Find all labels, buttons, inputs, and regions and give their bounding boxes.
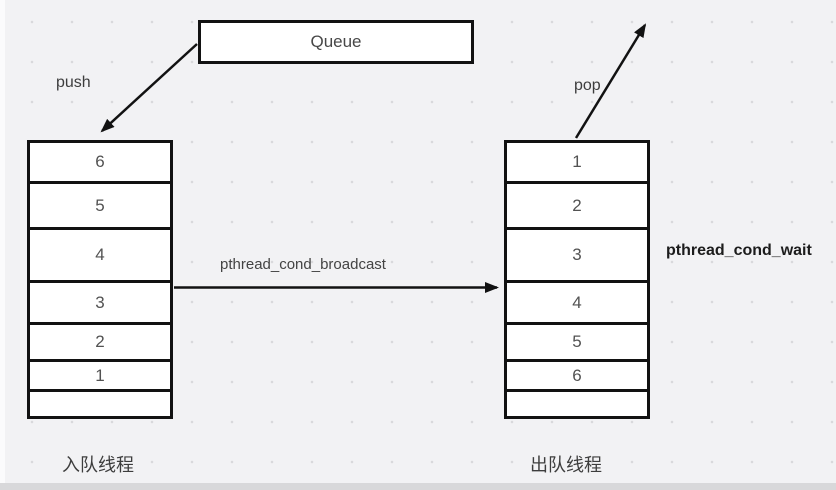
left-margin-strip bbox=[0, 0, 5, 483]
enqueue-stack: 6 5 4 3 2 1 bbox=[27, 140, 173, 419]
bottom-edge-bar bbox=[0, 483, 836, 490]
push-arrow bbox=[100, 43, 198, 133]
pthread-cond-wait-label: pthread_cond_wait bbox=[666, 242, 812, 259]
dequeue-cell-empty bbox=[507, 392, 647, 416]
dequeue-cell: 2 bbox=[507, 184, 647, 230]
dequeue-cell: 6 bbox=[507, 362, 647, 392]
enqueue-thread-caption: 入队线程 bbox=[62, 455, 134, 475]
dequeue-stack: 1 2 3 4 5 6 bbox=[504, 140, 650, 419]
enqueue-cell: 6 bbox=[30, 143, 170, 184]
pthread-cond-broadcast-label: pthread_cond_broadcast bbox=[220, 256, 386, 273]
enqueue-cell: 3 bbox=[30, 283, 170, 325]
enqueue-cell: 5 bbox=[30, 184, 170, 230]
enqueue-cell: 1 bbox=[30, 362, 170, 392]
dequeue-cell: 1 bbox=[507, 143, 647, 184]
queue-box: Queue bbox=[198, 20, 474, 64]
pop-label: pop bbox=[574, 77, 601, 94]
dequeue-thread-caption: 出队线程 bbox=[530, 455, 602, 475]
dequeue-cell: 4 bbox=[507, 283, 647, 325]
queue-box-label: Queue bbox=[310, 32, 362, 51]
enqueue-cell: 4 bbox=[30, 230, 170, 283]
dequeue-cell: 3 bbox=[507, 230, 647, 283]
push-label: push bbox=[56, 74, 91, 91]
enqueue-cell-empty bbox=[30, 392, 170, 416]
enqueue-cell: 2 bbox=[30, 325, 170, 362]
dequeue-cell: 5 bbox=[507, 325, 647, 362]
